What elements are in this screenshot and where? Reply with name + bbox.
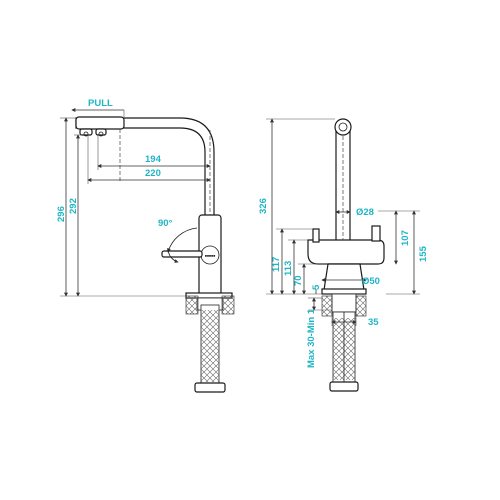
- dim-155: 155: [418, 245, 429, 262]
- side-base: [323, 263, 365, 291]
- angle-90: 90°: [158, 218, 173, 229]
- dim-107: 107: [400, 230, 411, 246]
- pull-label: PULL: [88, 98, 113, 109]
- side-view: 326 Ø28 107 155 117 113 70 5 Ø50 35: [258, 118, 429, 392]
- dim-326: 326: [258, 198, 269, 214]
- svg-text:■■■■■: ■■■■■: [205, 254, 216, 258]
- nozzle-icon: [79, 128, 107, 137]
- dim-220: 220: [145, 168, 161, 179]
- dim-70: 70: [293, 275, 304, 286]
- dim-5: 5: [311, 284, 322, 290]
- dim-117: 117: [271, 257, 282, 272]
- pull-out-head: [75, 116, 125, 130]
- dim-d50: Ø50: [362, 276, 380, 287]
- max-thickness-label: Max 30-Min 1: [306, 308, 317, 368]
- lever-handle: [161, 250, 203, 258]
- front-view: ■■■■■ PULL 194 220 296 292: [56, 98, 235, 393]
- side-body: [307, 239, 385, 265]
- dim-35: 35: [368, 317, 379, 328]
- dim-d28: Ø28: [356, 207, 374, 218]
- dim-292: 292: [68, 198, 79, 214]
- dim-113: 113: [283, 261, 294, 276]
- dim-296: 296: [56, 206, 67, 222]
- dim-194: 194: [145, 154, 162, 165]
